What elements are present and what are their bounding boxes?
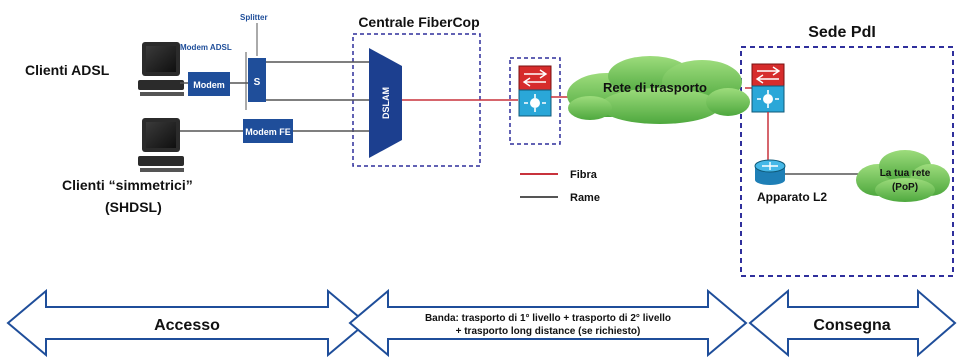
sede-frame [740,46,954,277]
computer-icon [138,42,184,96]
clienti-adsl-label: Clienti ADSL [25,62,110,78]
banda-arrow [348,288,748,358]
consegna-arrow [748,288,957,358]
rete-trasporto-label: Rete di trasporto [603,80,707,95]
modem-label: Modem [193,80,225,90]
router-icon [754,159,786,185]
banda-label-line1: Banda: trasporto di 1° livello + traspor… [425,313,671,324]
accesso-label: Accesso [154,317,220,334]
banda-label-line2: + trasporto long distance (se richiesto) [456,326,641,337]
splitter-box [248,58,266,102]
cloud-icon [856,150,950,202]
shdsl-label: (SHDSL) [105,199,162,215]
consegna-label: Consegna [813,317,890,334]
splitter-label: Splitter [240,13,268,22]
dslam-label: DSLAM [381,87,391,119]
cloud-icon [567,56,750,124]
splitter-box-label: S [254,77,261,88]
legend-fibra-label: Fibra [570,169,598,181]
sede-title: Sede PdI [808,24,876,41]
clienti-simmetrici-label: Clienti “simmetrici” [62,177,193,193]
computer-icon [138,118,184,172]
pop-label: (PoP) [892,182,918,193]
switch-frame [509,57,561,145]
centrale-title: Centrale FiberCop [358,14,479,30]
la-tua-rete-label: La tua rete [880,168,931,179]
switch-icon [518,65,552,117]
modem-fe-box [243,119,293,143]
modem-fe-label: Modem FE [245,127,291,137]
modem-adsl-label: Modem ADSL [180,43,232,52]
switch-icon [751,63,785,113]
legend-rame-label: Rame [570,192,600,204]
dslam-shape [369,48,402,158]
copper-lines [180,61,369,132]
modem-box [188,72,230,96]
apparato-l2-label: Apparato L2 [757,190,827,204]
